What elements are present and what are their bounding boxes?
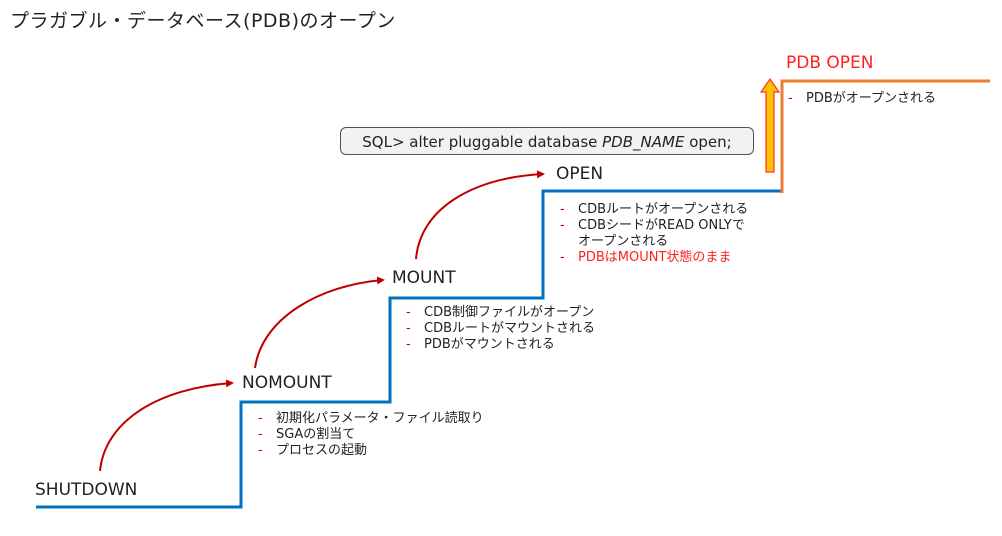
- bullet-text: PDBはMOUNT状態のまま: [578, 250, 732, 265]
- bullet-item: -PDBがマウントされる: [402, 337, 595, 353]
- stage-staircase-line: [36, 189, 782, 509]
- bullet-text: オープンされる: [578, 234, 669, 249]
- bullet-dash: -: [560, 218, 565, 233]
- bullet-dash: -: [406, 337, 411, 352]
- bullet-text: 初期化パラメータ・ファイル読取り: [276, 411, 484, 426]
- bullet-dash: -: [258, 411, 263, 426]
- bullet-item: -初期化パラメータ・ファイル読取り: [254, 411, 484, 427]
- bullet-text: PDBがマウントされる: [424, 337, 555, 352]
- bullet-dash: -: [560, 202, 565, 217]
- bullet-item: -CDBルートがオープンされる: [556, 202, 748, 218]
- bullet-item-highlight: -PDBはMOUNT状態のまま: [556, 250, 748, 266]
- bullet-text: プロセスの起動: [276, 443, 368, 458]
- sql-command-prefix: SQL> alter pluggable database: [362, 133, 603, 151]
- stage-label-shutdown: SHUTDOWN: [35, 480, 138, 500]
- pdb-open-step-line: [780, 79, 990, 193]
- bullet-text: CDBルートがオープンされる: [578, 202, 749, 217]
- transition-arrow-mount-to-open: [415, 170, 545, 260]
- bullet-dash: -: [406, 321, 411, 336]
- stage-pdb-open-bullets: -PDBがオープンされる: [784, 91, 936, 107]
- stage-nomount-bullets: -初期化パラメータ・ファイル読取り -SGAの割当て -プロセスの起動: [254, 411, 484, 459]
- bullet-dash: -: [788, 91, 793, 106]
- sql-command-suffix: open;: [684, 133, 732, 151]
- bullet-text: SGAの割当て: [276, 427, 356, 442]
- bullet-item: -CDBルートがマウントされる: [402, 321, 595, 337]
- sql-command-box: SQL> alter pluggable database PDB_NAME o…: [340, 127, 754, 155]
- bullet-item: -CDBシードがREAD ONLYで: [556, 218, 748, 234]
- diagram-title: プラガブル・データベース(PDB)のオープン: [10, 10, 396, 32]
- bullet-item: -CDB制御ファイルがオープン: [402, 305, 595, 321]
- bullet-text: CDB制御ファイルがオープン: [424, 305, 595, 320]
- transition-arrow-nomount-to-mount: [254, 276, 385, 369]
- bullet-continuation: オープンされる: [556, 234, 748, 250]
- pdb-open-up-arrow-icon: [759, 77, 781, 173]
- bullet-text: CDBシードがREAD ONLYで: [578, 218, 745, 233]
- bullet-text: PDBがオープンされる: [806, 91, 936, 106]
- bullet-item: -プロセスの起動: [254, 443, 484, 459]
- sql-command-pdb-name: PDB_NAME: [602, 133, 685, 151]
- stage-open-bullets: -CDBルートがオープンされる -CDBシードがREAD ONLYで オープンさ…: [556, 202, 748, 266]
- bullet-dash: -: [258, 427, 263, 442]
- bullet-dash: -: [406, 305, 411, 320]
- bullet-item: -SGAの割当て: [254, 427, 484, 443]
- bullet-dash: -: [560, 250, 565, 265]
- stage-label-mount: MOUNT: [392, 268, 456, 288]
- stage-label-pdb-open: PDB OPEN: [786, 53, 874, 73]
- stage-mount-bullets: -CDB制御ファイルがオープン -CDBルートがマウントされる -PDBがマウン…: [402, 305, 595, 353]
- bullet-item: -PDBがオープンされる: [784, 91, 936, 107]
- bullet-dash: -: [258, 443, 263, 458]
- stage-label-nomount: NOMOUNT: [242, 373, 332, 393]
- bullet-text: CDBルートがマウントされる: [424, 321, 596, 336]
- stage-label-open: OPEN: [556, 164, 604, 184]
- transition-arrow-shutdown-to-nomount: [99, 379, 234, 472]
